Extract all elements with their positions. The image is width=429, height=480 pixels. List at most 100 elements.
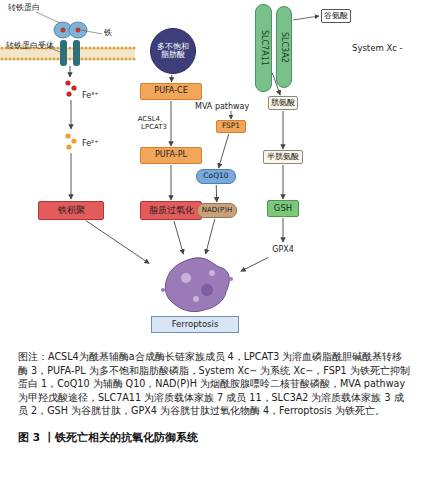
iron-dot: [65, 133, 70, 138]
lipid-head: [92, 46, 95, 49]
annotation-label: Fe³⁺: [82, 92, 99, 101]
lipid-head: [108, 46, 111, 49]
lipid-head: [120, 57, 123, 60]
lipid-head: [120, 46, 123, 49]
lipid-head: [84, 57, 87, 60]
lipid-head: [28, 57, 31, 60]
edge-label: ACSL4、LPCAT3: [131, 115, 167, 131]
transferrin-symbol: [69, 22, 87, 38]
lipid-head: [68, 57, 71, 60]
node-text: SLC7A11: [259, 30, 268, 66]
node-text: GPX4: [272, 246, 294, 255]
node-text: FSP1: [222, 122, 240, 130]
lipid-head: [8, 57, 11, 60]
arrow-connector: [171, 101, 172, 146]
cell-spot: [181, 273, 191, 283]
annotation-label: System Xc -: [352, 44, 403, 53]
leader-line: [36, 12, 60, 23]
lipid-head: [32, 57, 35, 60]
lipid-head: [24, 57, 27, 60]
lipid-head: [100, 46, 103, 49]
lipid-head: [128, 57, 131, 60]
lipid-head: [0, 46, 3, 49]
lipid-head: [88, 46, 91, 49]
annotation-label: 铁: [104, 29, 112, 38]
receptor-symbol: [73, 40, 80, 66]
cell-spot: [201, 284, 213, 296]
cell-body: [165, 258, 229, 312]
arrow-connector: [219, 134, 229, 168]
arrow-connector: [283, 111, 284, 149]
arrow-connector: [171, 165, 172, 200]
node-text: 多不饱和脂肪酸: [156, 43, 190, 60]
transporter-subunit: SLC7A11: [255, 4, 272, 92]
arrow-connector: [174, 221, 183, 254]
lipid-head: [48, 57, 51, 60]
node-text: CoQ10: [203, 172, 228, 180]
lipid-head: [104, 57, 107, 60]
outcome-box: 脂质过氧化: [140, 201, 202, 220]
lipid-head: [16, 57, 19, 60]
lipid-head: [96, 57, 99, 60]
cell-spot: [193, 296, 199, 302]
lipid-head: [44, 57, 47, 60]
arrow-connector: [171, 75, 172, 82]
process-box: FSP1: [216, 120, 246, 133]
process-box: PUFA-CE: [140, 83, 202, 100]
receptor-symbol: [60, 40, 67, 66]
annotation-label: MVA pathway: [195, 103, 249, 112]
cofactor-box: CoQ10: [196, 169, 236, 184]
arrow-connector: [241, 257, 268, 271]
lipid-head: [80, 57, 83, 60]
lipid-head: [20, 57, 23, 60]
node-text: 脂质过氧化: [149, 206, 194, 215]
pufa-circle: 多不饱和脂肪酸: [150, 28, 196, 74]
cell-debris: [229, 277, 233, 281]
node-text: PUFA-PL: [155, 151, 187, 160]
arrow-connector: [283, 218, 284, 242]
figure-caption: 图注：ACSL4为酰基辅酶a合成酶长链家族成员 4，LPCAT3 为溶血磷脂酰胆…: [18, 350, 412, 418]
lipid-head: [132, 46, 135, 49]
cofactor-box: NAD(P)H: [197, 203, 237, 218]
lipid-head: [36, 57, 39, 60]
figure-title: 图 3 丨铁死亡相关的抗氧化防御系统: [18, 431, 412, 445]
lipid-head: [80, 46, 83, 49]
iron-dot: [76, 28, 81, 33]
flow-arrow: [70, 66, 71, 77]
arrow-connector: [283, 165, 284, 199]
caption-text: 图注：ACSL4为酰基辅酶a合成酶长链家族成员 4，LPCAT3 为溶血磷脂酰胆…: [18, 351, 410, 416]
enzyme-label: GPX4: [266, 243, 300, 257]
arrow-connector: [216, 185, 218, 202]
ferroptotic-cell: [161, 258, 233, 312]
lipid-head: [88, 57, 91, 60]
iron-dot: [66, 144, 71, 149]
metabolite-box: 谷氨酸: [321, 9, 351, 23]
outcome-cell: Ferroptosis: [150, 255, 240, 334]
lipid-head: [12, 57, 15, 60]
lipid-head: [128, 46, 131, 49]
node-text: Ferroptosis: [151, 316, 239, 333]
node-text: 胱氨酸: [271, 99, 295, 107]
iron-dot: [66, 91, 71, 96]
lipid-head: [116, 57, 119, 60]
arrow-connector: [86, 221, 149, 264]
lipid-head: [104, 46, 107, 49]
lipid-head: [56, 57, 59, 60]
lipid-head: [68, 46, 71, 49]
lipid-head: [40, 57, 43, 60]
annotation-label: 转铁蛋白: [8, 4, 40, 13]
metabolite-box: 半胱氨酸: [263, 150, 303, 164]
process-box: PUFA-PL: [140, 147, 202, 164]
node-text: 半胱氨酸: [267, 153, 299, 161]
lipid-head: [52, 57, 55, 60]
node-text: 铁积聚: [58, 206, 85, 215]
node-text: PUFA-CE: [154, 87, 187, 96]
lipid-head: [124, 46, 127, 49]
cell-debris: [161, 288, 165, 292]
lipid-head: [124, 57, 127, 60]
lipid-head: [84, 46, 87, 49]
leader-line: [81, 30, 102, 34]
lipid-head: [96, 46, 99, 49]
flow-arrow: [71, 153, 72, 199]
flow-arrow: [231, 111, 232, 119]
